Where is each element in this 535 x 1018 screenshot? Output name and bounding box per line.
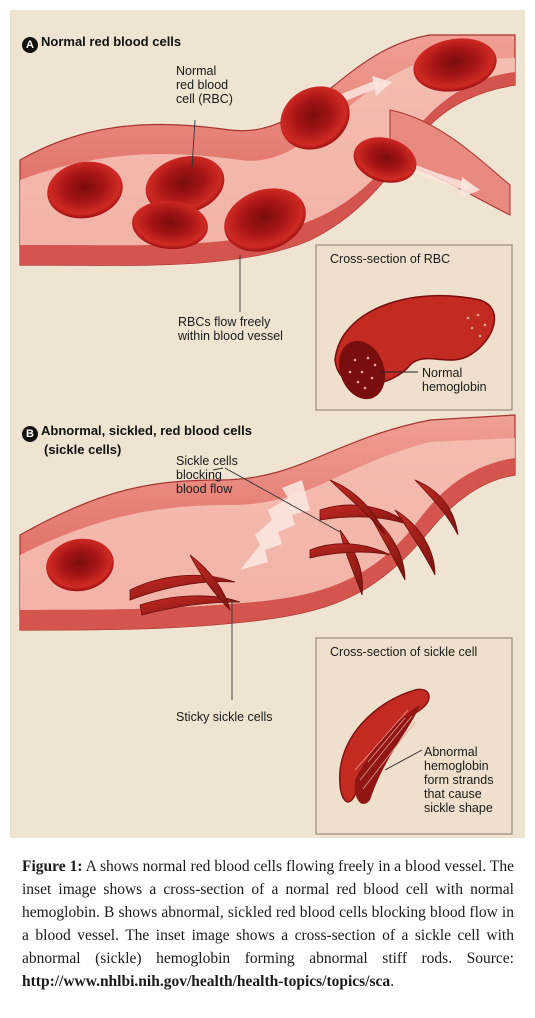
label-rbcs-flow-line: within blood vessel	[178, 329, 283, 343]
inset-rbc-title: Cross-section of RBC	[330, 252, 451, 266]
leader-line-blocking	[212, 467, 224, 471]
label-normal-hemoglobin-line: Normal	[422, 366, 463, 380]
label-normal-hemoglobin-line: hemoglobin	[422, 380, 487, 394]
inset-sickle-title: Cross-section of sickle cell	[330, 645, 478, 659]
label-normal-rbc: Normal red blood cell (RBC)	[176, 64, 233, 106]
label-abnormal-hemoglobin: Abnormal hemoglobin form strands that ca…	[424, 745, 493, 815]
label-abnormal-hemoglobin-line: Abnormal	[424, 745, 478, 759]
label-sticky-sickle: Sticky sickle cells	[176, 710, 273, 724]
sickle-cells-b	[129, 479, 459, 616]
panel-b-badge: B	[22, 426, 38, 442]
panel-a-badge: A	[22, 37, 38, 53]
label-rbcs-flow-line: RBCs flow freely	[178, 315, 271, 329]
label-normal-hemoglobin: Normal hemoglobin	[422, 366, 487, 394]
label-sickle-blocking-line: blocking	[176, 468, 222, 482]
red-blood-cell-b	[46, 538, 114, 592]
diagram-artwork	[19, 34, 516, 835]
panel-a-title-text: Normal red blood cells	[41, 34, 182, 49]
label-normal-rbc-line: Normal	[176, 64, 217, 78]
label-normal-rbc-line: cell (RBC)	[176, 92, 233, 106]
caption-prefix: Figure 1:	[22, 858, 83, 875]
label-rbcs-flow: RBCs flow freely within blood vessel	[178, 315, 283, 343]
red-blood-cells-a	[47, 38, 497, 252]
label-abnormal-hemoglobin-line: form strands	[424, 773, 494, 787]
inset-sickle-box	[315, 637, 513, 835]
leader-line-rbc	[191, 119, 196, 169]
label-sickle-blocking: Sickle cells blocking blood flow	[176, 454, 238, 496]
label-abnormal-hemoglobin-line: that cause	[424, 787, 482, 801]
inset-rbc-box	[315, 244, 513, 411]
panel-b-title-line: (sickle cells)	[44, 442, 122, 457]
figure-caption: Figure 1: A shows normal red blood cells…	[22, 855, 514, 993]
label-normal-rbc-line: red blood	[176, 78, 229, 92]
label-abnormal-hemoglobin-line: hemoglobin	[424, 759, 489, 773]
label-abnormal-hemoglobin-line: sickle shape	[424, 801, 493, 815]
panel-b-title-line: Abnormal, sickled, red blood cells	[41, 423, 252, 438]
label-sickle-blocking-line: Sickle cells	[176, 454, 238, 468]
caption-end: .	[390, 973, 395, 990]
caption-text: A shows normal red blood cells flowing f…	[22, 858, 514, 967]
zigzag-arrow-b	[240, 480, 310, 570]
label-sickle-blocking-line: blood flow	[176, 482, 233, 496]
caption-source-link[interactable]: http://www.nhlbi.nih.gov/health/health-t…	[22, 973, 391, 990]
